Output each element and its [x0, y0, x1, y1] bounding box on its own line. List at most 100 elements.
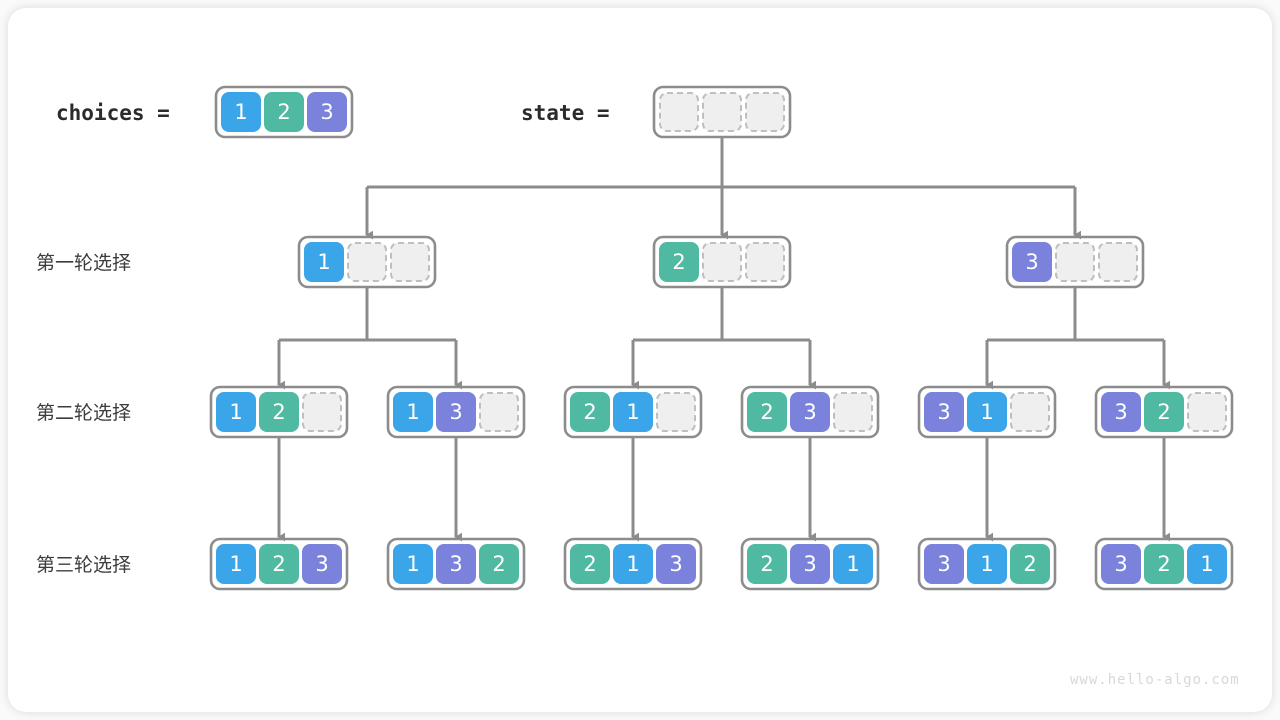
- array-cell-filled: [304, 242, 344, 282]
- row-label-3: 第三轮选择: [36, 554, 131, 576]
- array-cell-value: 1: [234, 100, 247, 124]
- array-cell-filled: [967, 392, 1007, 432]
- array-cell-value: 1: [406, 400, 419, 424]
- array-cell-value: 2: [1157, 400, 1170, 424]
- array-cell-value: 2: [760, 552, 773, 576]
- array-cell-filled: [1144, 544, 1184, 584]
- array-cell-filled: [613, 544, 653, 584]
- array-cell-filled: [393, 544, 433, 584]
- tree-node-r3-6: 3 2 1: [1094, 537, 1234, 591]
- tree-node-r3-3: 2 1 3: [563, 537, 703, 591]
- array-cell-filled: [264, 92, 304, 132]
- array-cell-filled: [570, 392, 610, 432]
- array-cell-filled: [924, 392, 964, 432]
- tree-node-r3-1: 1 2 3: [209, 537, 349, 591]
- array-cell-filled: [479, 544, 519, 584]
- array-cell-filled: [393, 392, 433, 432]
- array-cell-filled: [436, 392, 476, 432]
- array-cell-value: 3: [1025, 250, 1038, 274]
- array-cell-value: 2: [272, 552, 285, 576]
- array-cell-filled: [570, 544, 610, 584]
- array-cell-value: 3: [937, 400, 950, 424]
- tree-node-r3-2: 1 3 2: [386, 537, 526, 591]
- array-cell-filled: [747, 544, 787, 584]
- array-cell-value: 2: [272, 400, 285, 424]
- array-cell-empty: [1055, 242, 1095, 282]
- array-cell-value: 1: [846, 552, 859, 576]
- array-cell-value: 2: [492, 552, 505, 576]
- array-cell-empty: [702, 92, 742, 132]
- array-cell-value: 3: [449, 400, 462, 424]
- array-cell-value: 2: [1157, 552, 1170, 576]
- state-array: [652, 85, 792, 139]
- array-cell-value: 2: [1023, 552, 1036, 576]
- choices-label: choices =: [56, 101, 170, 125]
- array-cell-value: 1: [229, 400, 242, 424]
- array-cell-value: 3: [1114, 400, 1127, 424]
- tree-edges: [277, 137, 1170, 542]
- array-cell-filled: [967, 544, 1007, 584]
- tree-node-r3-4: 2 3 1: [740, 537, 880, 591]
- array-cell-filled: [833, 544, 873, 584]
- array-cell-value: 1: [980, 552, 993, 576]
- array-cell-empty: [659, 92, 699, 132]
- array-cell-empty: [347, 242, 387, 282]
- array-cell-filled: [613, 392, 653, 432]
- tree-node-r1-1: 1: [297, 235, 437, 289]
- array-cell-filled: [436, 544, 476, 584]
- array-cell-value: 3: [315, 552, 328, 576]
- array-cell-filled: [259, 544, 299, 584]
- array-cell-value: 3: [1114, 552, 1127, 576]
- row-label-2: 第二轮选择: [36, 402, 131, 424]
- array-cell-value: 3: [669, 552, 682, 576]
- array-cell-value: 1: [626, 400, 639, 424]
- tree-node-r3-5: 3 1 2: [917, 537, 1057, 591]
- array-cell-value: 1: [406, 552, 419, 576]
- array-cell-value: 1: [1200, 552, 1213, 576]
- array-cell-value: 3: [937, 552, 950, 576]
- array-cell-empty: [1010, 392, 1050, 432]
- array-cell-value: 2: [760, 400, 773, 424]
- array-cell-value: 1: [229, 552, 242, 576]
- array-cell-value: 2: [672, 250, 685, 274]
- array-cell-filled: [790, 544, 830, 584]
- row-labels: choices =state =第一轮选择第二轮选择第三轮选择www.hello…: [36, 101, 1239, 688]
- array-cell-empty: [833, 392, 873, 432]
- array-cell-empty: [390, 242, 430, 282]
- array-cell-empty: [1187, 392, 1227, 432]
- array-cell-value: 1: [980, 400, 993, 424]
- array-cell-empty: [656, 392, 696, 432]
- array-cell-value: 1: [626, 552, 639, 576]
- array-cell-filled: [924, 544, 964, 584]
- array-cell-value: 3: [803, 552, 816, 576]
- array-cell-empty: [702, 242, 742, 282]
- state-label: state =: [521, 101, 610, 125]
- array-cell-filled: [1101, 392, 1141, 432]
- array-cell-empty: [745, 242, 785, 282]
- diagram-card: [8, 8, 1272, 712]
- array-cell-value: 1: [317, 250, 330, 274]
- array-cell-filled: [259, 392, 299, 432]
- array-cell-value: 3: [803, 400, 816, 424]
- array-cell-empty: [479, 392, 519, 432]
- array-cell-filled: [216, 392, 256, 432]
- array-cell-empty: [302, 392, 342, 432]
- array-cell-value: 2: [277, 100, 290, 124]
- array-cell-filled: [747, 392, 787, 432]
- array-cell-filled: [216, 544, 256, 584]
- array-cell-filled: [1144, 392, 1184, 432]
- array-cell-empty: [745, 92, 785, 132]
- array-cell-value: 3: [449, 552, 462, 576]
- tree-node-r1-3: 3: [1005, 235, 1145, 289]
- array-cell-filled: [1187, 544, 1227, 584]
- array-cell-value: 2: [583, 552, 596, 576]
- array-cell-value: 2: [583, 400, 596, 424]
